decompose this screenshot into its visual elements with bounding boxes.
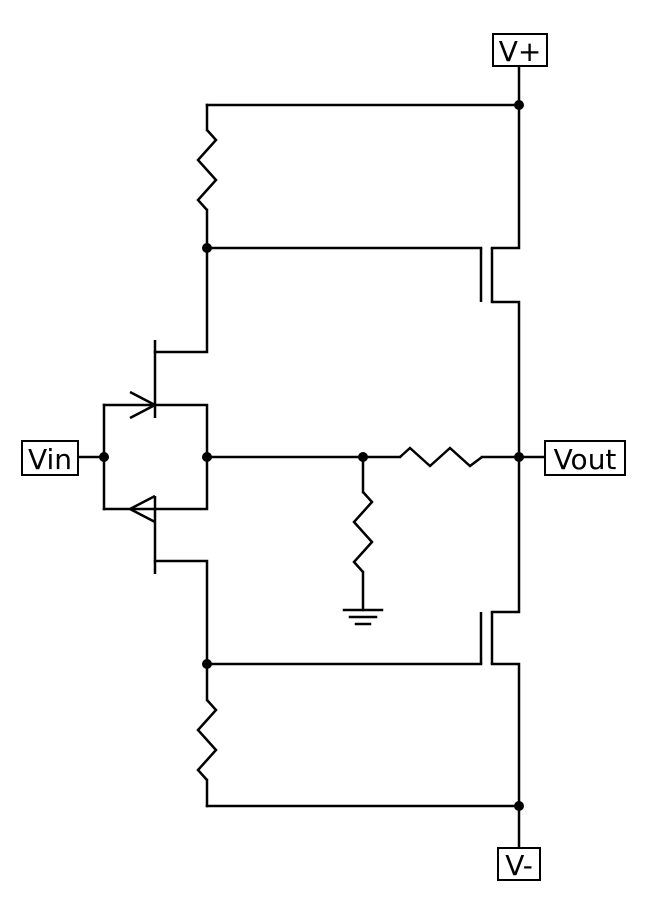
junction-lower-left <box>202 659 212 669</box>
resistor-feedback <box>399 446 483 468</box>
label-vout: Vout <box>544 440 626 476</box>
wire-lower-collector <box>153 559 209 666</box>
junctions <box>99 100 524 811</box>
junction-bottom-right <box>514 801 524 811</box>
lower-bjt <box>127 494 157 574</box>
wiring <box>76 64 547 850</box>
wire-upper-collector <box>153 246 209 354</box>
label-vin: Vin <box>21 440 79 476</box>
resistor-bottom <box>196 699 218 781</box>
wire-upper-emitter <box>153 403 209 459</box>
wire-lower-emitter <box>153 455 209 511</box>
label-vminus: V- <box>497 847 541 882</box>
upper-bjt <box>129 340 158 420</box>
resistors <box>196 129 483 781</box>
label-vplus-text: V+ <box>499 35 542 68</box>
label-vout-text: Vout <box>554 443 617 476</box>
junction-vout <box>514 452 524 462</box>
label-vin-text: Vin <box>28 443 72 476</box>
resistor-top <box>196 129 218 211</box>
label-vplus: V+ <box>492 33 548 68</box>
upper-mosfet <box>479 248 494 302</box>
junction-top-right <box>514 100 524 110</box>
upper-bjt-arrow <box>129 390 158 420</box>
resistor-ground <box>352 491 374 573</box>
wire-right-lower <box>490 662 521 808</box>
junction-upper-left <box>202 243 212 253</box>
wire-right-upper <box>490 103 521 250</box>
lower-bjt-arrow <box>127 494 156 524</box>
junction-feedback <box>358 452 368 462</box>
ground-icon <box>342 608 384 626</box>
lower-mosfet <box>479 612 494 664</box>
label-vminus-text: V- <box>505 849 533 882</box>
junction-vin <box>99 452 109 462</box>
junction-center <box>202 452 212 462</box>
